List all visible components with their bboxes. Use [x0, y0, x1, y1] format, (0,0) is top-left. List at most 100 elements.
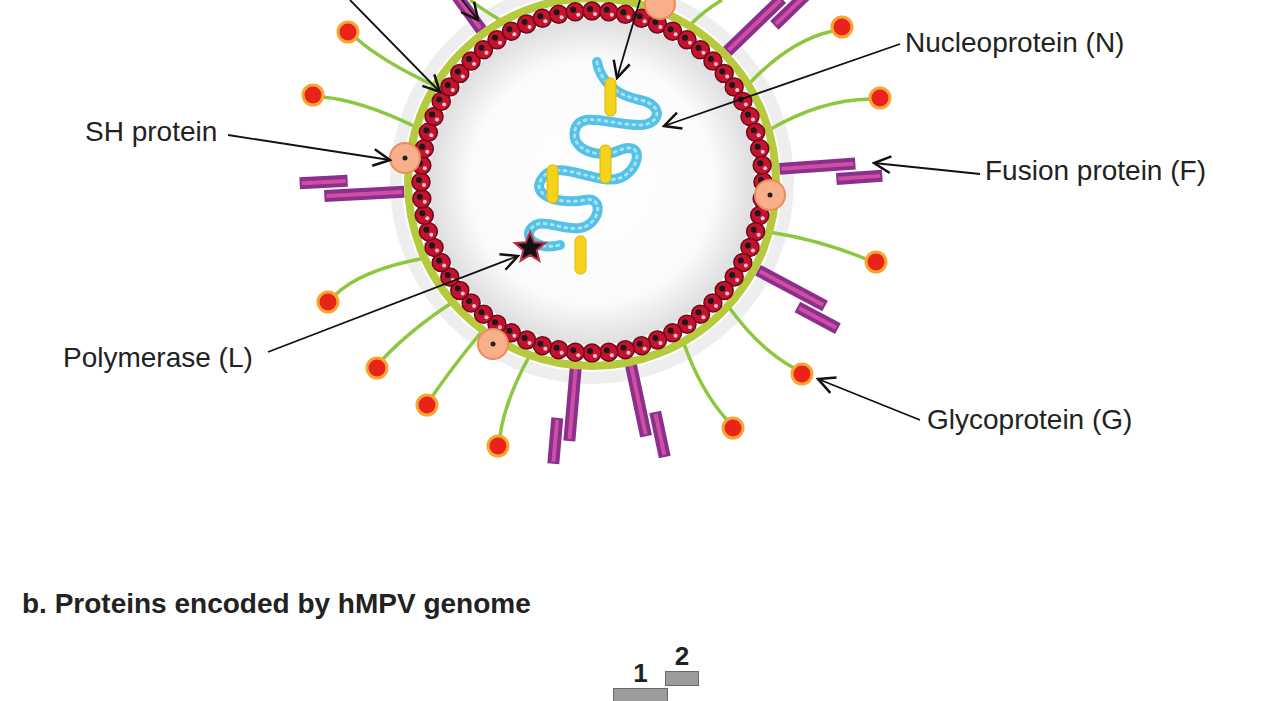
leader-lines	[462, 0, 478, 20]
fusion-proteins	[836, 170, 883, 185]
matrix-protein-ring	[587, 348, 593, 354]
fusion-proteins	[723, 0, 812, 66]
matrix-protein-ring	[543, 347, 547, 351]
fusion-proteins	[759, 269, 824, 306]
matrix-protein-ring	[512, 334, 516, 338]
matrix-protein-ring	[668, 26, 674, 32]
matrix-protein-ring	[583, 344, 601, 362]
gene-box: 1	[613, 688, 668, 701]
matrix-protein-ring	[652, 19, 658, 25]
matrix-protein-ring	[423, 166, 427, 170]
polymerase-star	[515, 232, 545, 261]
matrix-protein-ring	[735, 88, 739, 92]
matrix-protein-ring	[485, 51, 489, 55]
matrix-protein-ring	[652, 335, 658, 341]
matrix-protein-ring	[757, 160, 763, 166]
matrix-protein-ring	[714, 304, 718, 308]
matrix-protein-ring	[643, 19, 647, 23]
matrix-protein-ring	[626, 351, 630, 355]
matrix-protein-ring	[550, 5, 568, 23]
glycoprotein-heads	[367, 358, 387, 378]
matrix-protein-ring	[429, 242, 435, 248]
glycoprotein-heads	[870, 88, 890, 108]
matrix-protein-ring	[600, 343, 618, 361]
matrix-protein-ring	[512, 32, 516, 36]
matrix-protein-ring	[708, 56, 714, 62]
matrix-protein-ring	[442, 102, 446, 106]
matrix-protein-ring	[425, 216, 429, 220]
fusion-proteins	[755, 265, 828, 311]
matrix-protein-ring	[719, 285, 725, 291]
matrix-protein-ring	[637, 341, 643, 347]
matrix-protein-ring	[583, 2, 601, 20]
matrix-protein-ring	[417, 194, 423, 200]
matrix-protein-ring	[751, 127, 757, 133]
phosphoprotein-pills	[547, 78, 616, 274]
fusion-proteins	[774, 0, 807, 25]
matrix-protein-ring	[419, 223, 437, 241]
callout-number: 1	[633, 660, 647, 686]
fusion-proteins	[302, 179, 346, 185]
glycoprotein-heads	[866, 252, 886, 272]
matrix-protein-ring	[419, 210, 425, 216]
fusion-proteins	[727, 0, 782, 51]
matrix-protein-ring	[423, 200, 427, 204]
glycoprotein-heads	[318, 292, 338, 312]
glycoprotein-stems	[728, 306, 794, 368]
matrix-protein-ring	[682, 35, 688, 41]
matrix-protein-ring	[755, 144, 761, 150]
fusion-proteins	[326, 190, 402, 198]
matrix-protein-ring	[751, 140, 769, 158]
matrix-protein-ring	[761, 216, 765, 220]
matrix-protein-ring	[422, 183, 426, 187]
matrix-protein-ring	[455, 69, 461, 75]
glycoprotein-stems	[683, 341, 727, 420]
viral-envelope	[408, 0, 776, 366]
matrix-protein-ring	[570, 347, 576, 353]
matrix-protein-ring	[412, 2, 772, 362]
matrix-protein-ring	[616, 5, 634, 23]
leader-lines	[268, 256, 518, 352]
glycoprotein-stems	[334, 258, 425, 296]
fusion-proteins	[649, 411, 670, 458]
matrix-protein-ring	[413, 190, 431, 208]
fusion-proteins	[299, 175, 348, 189]
matrix-protein-ring	[600, 343, 618, 361]
part-label: Polymerase (L)	[63, 342, 253, 374]
matrix-protein-ring	[604, 347, 610, 353]
envelope-halo	[396, 0, 788, 378]
matrix-protein-ring	[735, 278, 739, 282]
phosphoprotein-pills	[575, 236, 586, 274]
sh-proteins	[403, 156, 408, 161]
nucleocapsid-helix	[529, 62, 657, 246]
fusion-proteins	[432, 0, 486, 33]
matrix-protein-ring	[506, 26, 512, 32]
matrix-protein-ring	[719, 69, 725, 75]
glycoprotein-stems	[356, 38, 435, 86]
matrix-protein-ring	[761, 150, 765, 154]
matrix-protein-ring	[543, 19, 547, 23]
matrix-protein-ring	[466, 298, 472, 304]
matrix-protein-ring	[600, 3, 618, 21]
matrix-protein-ring	[616, 341, 634, 359]
sh-proteins	[390, 0, 785, 359]
glycoprotein-heads	[417, 395, 437, 415]
matrix-protein-ring	[485, 315, 489, 319]
matrix-protein-ring	[466, 56, 472, 62]
fusion-proteins	[798, 306, 837, 329]
glycoprotein-stems	[322, 97, 416, 127]
matrix-protein-ring	[554, 9, 560, 15]
matrix-protein-ring	[415, 206, 433, 224]
virion-interior	[429, 19, 755, 345]
matrix-protein-ring	[729, 82, 735, 88]
matrix-protein-ring	[550, 341, 568, 359]
matrix-protein-ring	[738, 258, 744, 264]
matrix-protein-ring	[445, 82, 451, 88]
matrix-protein-ring	[472, 62, 476, 66]
leader-lines	[228, 0, 980, 420]
matrix-protein-ring	[695, 45, 701, 51]
matrix-protein-ring	[522, 335, 528, 341]
matrix-protein-ring	[472, 304, 476, 308]
matrix-protein-ring	[492, 319, 498, 325]
nucleocapsid-helix	[529, 62, 657, 246]
